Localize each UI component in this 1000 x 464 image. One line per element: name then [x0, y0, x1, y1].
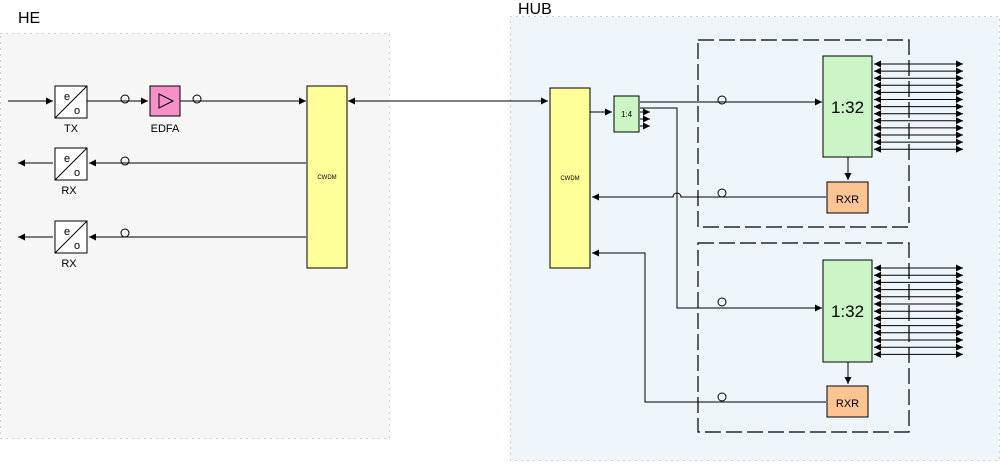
node-b-fanout — [874, 264, 963, 358]
hub-region-title: HUB — [518, 1, 552, 18]
edfa-label: EDFA — [151, 123, 180, 135]
rx2-e-glyph: e — [64, 226, 70, 238]
hub-cwdm-label: CWDM — [560, 176, 579, 182]
node-b-receiver-block — [826, 385, 869, 418]
splitter-1x4-label: 1:4 — [621, 110, 633, 119]
node-a-receiver-label: RXR — [836, 194, 859, 206]
rx1-converter: e o — [54, 147, 88, 181]
rx2-o-glyph: o — [74, 240, 80, 252]
rx1-e-glyph: e — [64, 153, 70, 165]
rx2-label: RX — [61, 258, 77, 270]
node-a-splitter-label: 1:32 — [831, 98, 864, 117]
he-region-title: HE — [18, 10, 41, 27]
splitter-1x4-block — [613, 95, 640, 133]
hub-cwdm-block — [549, 87, 591, 269]
tx-e-glyph: e — [64, 91, 70, 103]
rx1-label: RX — [61, 185, 77, 197]
rx1-o-glyph: o — [74, 167, 80, 179]
node-a-receiver-block — [826, 181, 869, 214]
node-b-splitter-block — [822, 259, 873, 363]
node-a-fanout — [874, 60, 963, 153]
tx-converter: e o — [54, 85, 88, 119]
node-b-receiver-label: RXR — [836, 398, 859, 410]
tx-o-glyph: o — [74, 105, 80, 117]
he-cwdm-label: CWDM — [317, 175, 336, 181]
he-cwdm-block — [306, 85, 348, 269]
rx2-converter: e o — [54, 220, 88, 254]
tx-label: TX — [64, 123, 79, 135]
node-a-splitter-block — [822, 55, 873, 158]
node-b-splitter-label: 1:32 — [831, 302, 864, 321]
edfa-amplifier — [149, 85, 181, 117]
